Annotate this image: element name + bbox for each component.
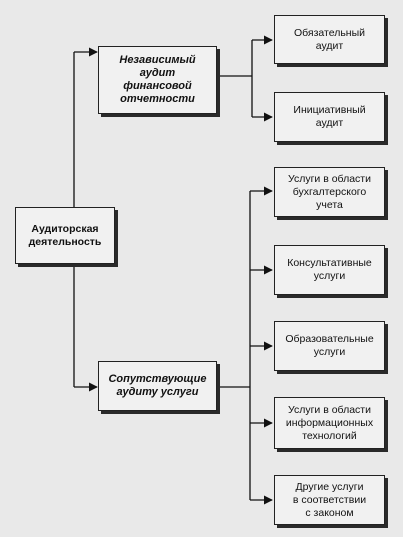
leaf-node-other-services: Другие услуги в соответствии с законом: [274, 475, 385, 525]
branch-node-related-services: Сопутствующие аудиту услуги: [98, 361, 217, 411]
leaf-node-mandatory-audit: Обязательный аудит: [274, 15, 385, 64]
leaf-node-education-services: Образовательные услуги: [274, 321, 385, 371]
leaf-node-it-services: Услуги в области информационных технолог…: [274, 397, 385, 449]
leaf-node-consulting-services: Консультативные услуги: [274, 245, 385, 295]
branch-node-independent-audit: Независимый аудит финансовой отчетности: [98, 46, 217, 114]
leaf-node-initiative-audit: Инициативный аудит: [274, 92, 385, 142]
root-node: Аудиторская деятельность: [15, 207, 115, 264]
leaf-node-accounting-services: Услуги в области бухгалтерского учета: [274, 167, 385, 217]
